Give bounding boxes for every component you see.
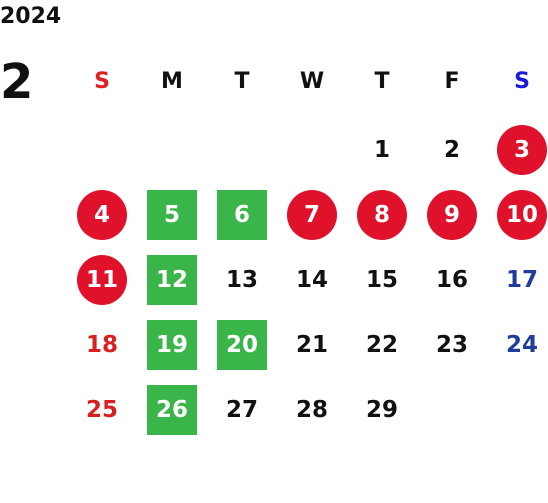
day-cell-14[interactable]: 14 [295, 267, 328, 293]
weekday-monday: M [161, 68, 183, 94]
day-cell-25[interactable]: 25 [85, 397, 118, 423]
day-cell-21[interactable]: 21 [295, 332, 328, 358]
day-cell-5[interactable]: 5 [147, 190, 197, 240]
day-cell-15[interactable]: 15 [365, 267, 398, 293]
day-cell-13[interactable]: 13 [225, 267, 258, 293]
weekday-thursday: T [374, 68, 390, 94]
day-cell-16[interactable]: 16 [435, 267, 468, 293]
day-cell-12[interactable]: 12 [147, 255, 197, 305]
day-cell-29[interactable]: 29 [365, 397, 398, 423]
day-cell-22[interactable]: 22 [365, 332, 398, 358]
day-cell-18[interactable]: 18 [85, 332, 118, 358]
month-label: 2 [0, 54, 34, 110]
weekday-wednesday: W [299, 68, 325, 94]
day-cell-2[interactable]: 2 [443, 137, 460, 163]
weekday-friday: F [444, 68, 460, 94]
day-cell-10[interactable]: 10 [497, 190, 547, 240]
day-cell-9[interactable]: 9 [427, 190, 477, 240]
day-cell-6[interactable]: 6 [217, 190, 267, 240]
day-cell-24[interactable]: 24 [505, 332, 538, 358]
weekday-saturday: S [514, 68, 530, 94]
day-cell-27[interactable]: 27 [225, 397, 258, 423]
day-cell-11[interactable]: 11 [77, 255, 127, 305]
day-cell-3[interactable]: 3 [497, 125, 547, 175]
day-cell-8[interactable]: 8 [357, 190, 407, 240]
day-cell-1[interactable]: 1 [373, 137, 390, 163]
day-cell-23[interactable]: 23 [435, 332, 468, 358]
weekday-sunday: S [94, 68, 110, 94]
weekday-tuesday: T [234, 68, 250, 94]
day-cell-28[interactable]: 28 [295, 397, 328, 423]
day-cell-19[interactable]: 19 [147, 320, 197, 370]
day-cell-20[interactable]: 20 [217, 320, 267, 370]
year-label: 2024 [0, 4, 62, 29]
day-cell-26[interactable]: 26 [147, 385, 197, 435]
day-cell-7[interactable]: 7 [287, 190, 337, 240]
day-cell-4[interactable]: 4 [77, 190, 127, 240]
day-cell-17[interactable]: 17 [505, 267, 538, 293]
